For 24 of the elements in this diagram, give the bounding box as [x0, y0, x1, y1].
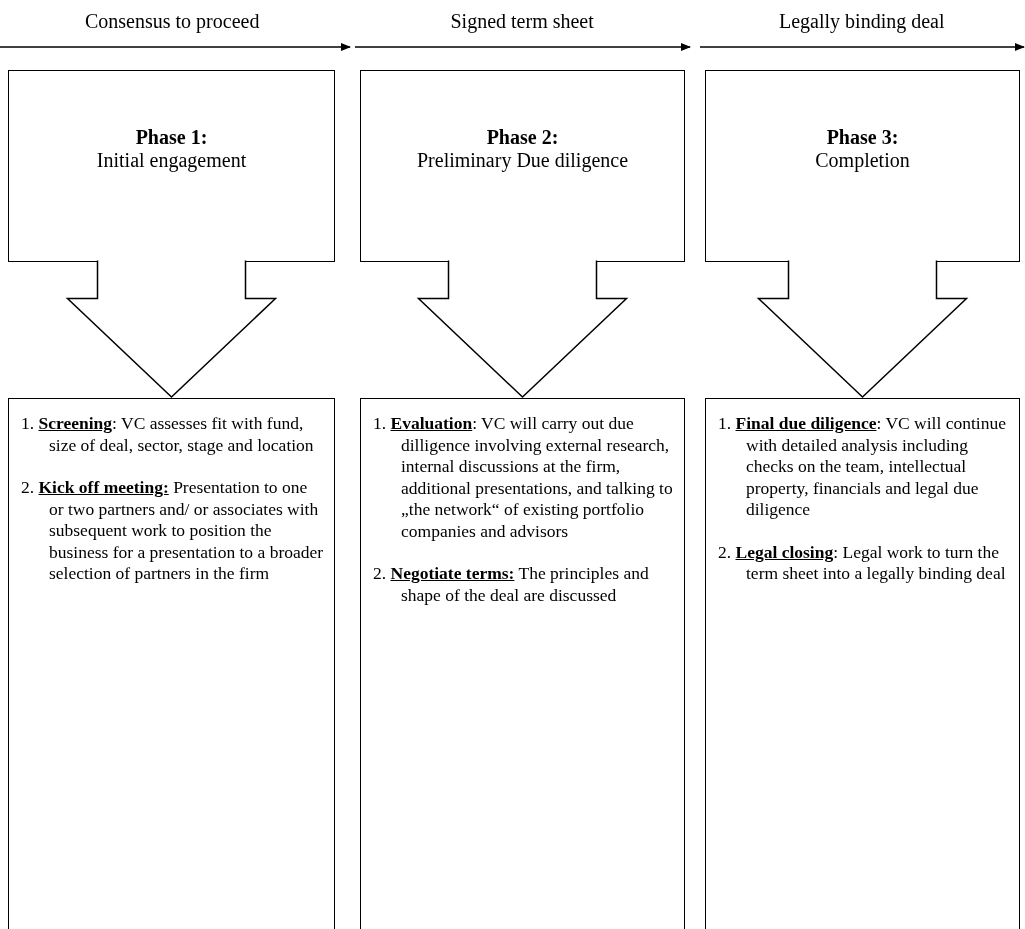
list-item: 2. Kick off meeting: Presentation to one or two partners and/ or associates with subsequent work to position the business for a presentation to a broader selection of partners in the firm [21, 477, 324, 585]
phase-title: Initial engagement [96, 149, 247, 171]
list-item: 2. Negotiate terms: The principles and shape of the deal are discussed [373, 563, 650, 606]
phase-box [360, 70, 685, 262]
list-item: 1. Screening: VC assesses fit with fund, size of deal, sector, stage and location [21, 413, 315, 456]
block-arrow [65, 259, 278, 399]
block-arrow [416, 259, 629, 399]
phase-title: Completion [815, 149, 910, 171]
phase-box [705, 70, 1020, 262]
stage-label: Consensus to proceed [85, 10, 260, 33]
phase-heading: Phase 1: [135, 126, 208, 149]
phase-box [8, 70, 335, 262]
stage-label: Legally binding deal [779, 10, 945, 33]
block-arrow [756, 259, 969, 399]
list-item: 2. Legal closing: Legal work to turn the term sheet into a legally binding deal [718, 541, 1007, 585]
stage-label: Signed term sheet [450, 10, 594, 33]
step-box [8, 398, 335, 929]
phase-heading: Phase 3: [826, 126, 899, 149]
step-box [360, 398, 685, 929]
list-item: 1. Final due diligence: VC will continue with detailed analysis including checks on the team, intellectual property, financials and legal due diligence [718, 413, 1007, 521]
list-item: 1. Evaluation: VC will carry out due dilligence involving external research, internal discussions at the firm, additional presentations, and talking to „the network“ of existing portfolio companies and advisors [373, 413, 674, 542]
phase-heading: Phase 2: [486, 126, 559, 149]
step-box [705, 398, 1020, 929]
phase-title: Preliminary Due diligence [416, 149, 628, 171]
